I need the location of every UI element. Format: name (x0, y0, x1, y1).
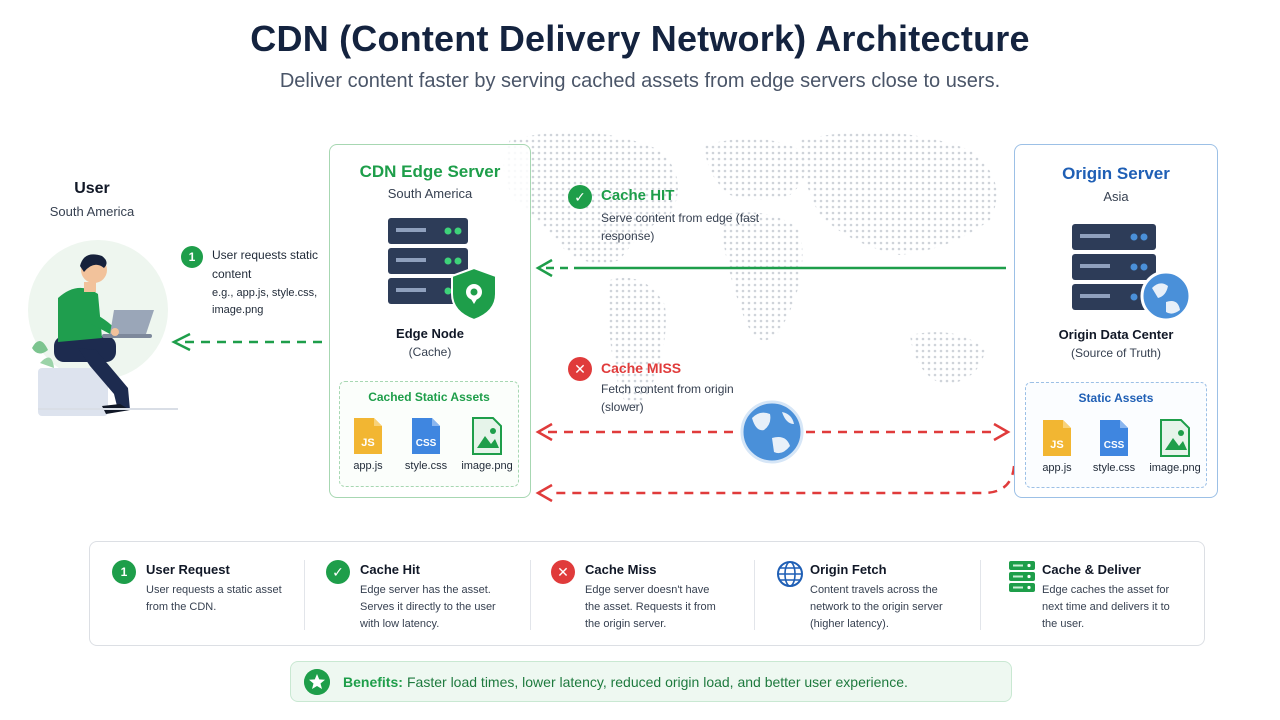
cache-miss-title: Cache MISS (601, 360, 682, 376)
origin-server-region: Asia (1103, 189, 1129, 204)
legend-description: Content travels across the network to th… (810, 584, 943, 630)
css-file-glyph: CSS (1100, 420, 1128, 456)
edge-to-user-arrow (171, 332, 322, 352)
legend-title: Origin Fetch (810, 562, 887, 577)
origin-server-title: Origin Server (1062, 164, 1170, 183)
origin-data-center-sublabel: (Source of Truth) (1070, 346, 1162, 360)
edge-server-icon (388, 218, 497, 322)
file-name: style.css (1092, 462, 1136, 474)
globe-icon (777, 561, 803, 587)
file-name: image.png (461, 460, 513, 472)
benefits-label: Benefits: (343, 674, 403, 690)
css-file-icon: CSS style.css (1088, 418, 1140, 474)
css-file-badge: CSS (1104, 440, 1125, 451)
js-file-icon: JS app.js (342, 416, 394, 472)
origin-assets-title: Static Assets (1078, 391, 1154, 405)
person-with-laptop-illustration (28, 240, 178, 416)
x-circle-icon: ✕ (551, 560, 575, 584)
css-file-badge: CSS (416, 438, 437, 449)
legend-description: Edge server has the asset. Serves it dir… (360, 584, 496, 630)
edge-assets-title: Cached Static Assets (368, 390, 490, 404)
legend-divider (304, 560, 305, 630)
css-file-glyph: CSS (412, 418, 440, 454)
user-region: South America (49, 204, 135, 219)
image-file-icon: image.png (1149, 418, 1201, 474)
js-file-glyph: JS (1043, 420, 1071, 456)
star-icon (304, 669, 330, 695)
benefits-banner (290, 661, 1012, 702)
file-name: app.js (353, 460, 383, 472)
step-one-text: User requests static content (212, 248, 319, 281)
file-name: style.css (404, 460, 448, 472)
origin-return-arrow (535, 465, 1016, 503)
edge-server-title: CDN Edge Server (359, 162, 501, 181)
legend-panel: 1 User Request User requests a static as… (89, 541, 1205, 646)
cache-miss-description: Fetch content from origin (slower) (601, 382, 734, 414)
check-circle-icon: ✓ (568, 185, 592, 209)
x-circle-icon: ✕ (568, 357, 592, 381)
origin-data-center-label: Origin Data Center (1058, 327, 1174, 342)
benefits-text: Faster load times, lower latency, reduce… (407, 674, 908, 690)
legend-title: Cache Hit (360, 562, 420, 577)
step-one-example: e.g., app.js, style.css, image.png (212, 287, 318, 316)
cache-hit-description: Serve content from edge (fast response) (601, 211, 760, 243)
legend-divider (980, 560, 981, 630)
legend-description: User requests a static asset from the CD… (146, 584, 282, 613)
image-file-icon: image.png (461, 416, 513, 472)
legend-description: Edge caches the asset for next time and … (1042, 584, 1170, 630)
file-name: image.png (1149, 462, 1201, 474)
edge-node-label: Edge Node (396, 326, 464, 341)
origin-server-icon (1072, 224, 1192, 322)
js-file-badge: JS (361, 437, 374, 449)
js-file-glyph: JS (354, 418, 382, 454)
edge-server-region: South America (387, 186, 473, 201)
legend-divider (530, 560, 531, 630)
page-title: CDN (Content Delivery Network) Architect… (250, 18, 1030, 59)
legend-title: Cache & Deliver (1042, 562, 1141, 577)
legend-title: User Request (146, 562, 230, 577)
server-stack-icon (1009, 561, 1035, 592)
edge-node-sublabel: (Cache) (408, 345, 452, 359)
css-file-icon: CSS style.css (400, 416, 452, 472)
image-file-glyph (472, 417, 502, 455)
user-title: User (74, 180, 110, 197)
legend-divider (754, 560, 755, 630)
page-subtitle: Deliver content faster by serving cached… (279, 70, 1001, 92)
image-file-glyph (1160, 419, 1190, 457)
js-file-badge: JS (1050, 439, 1063, 451)
file-name: app.js (1042, 462, 1072, 474)
legend-title: Cache Miss (585, 562, 657, 577)
js-file-icon: JS app.js (1031, 418, 1083, 474)
legend-description: Edge server doesn't have the asset. Requ… (585, 584, 716, 630)
world-map-background (503, 132, 997, 408)
number-one-icon: 1 (112, 560, 136, 584)
step-one-badge: 1 (181, 246, 203, 268)
check-circle-icon: ✓ (326, 560, 350, 584)
cache-hit-title: Cache HIT (601, 187, 675, 204)
